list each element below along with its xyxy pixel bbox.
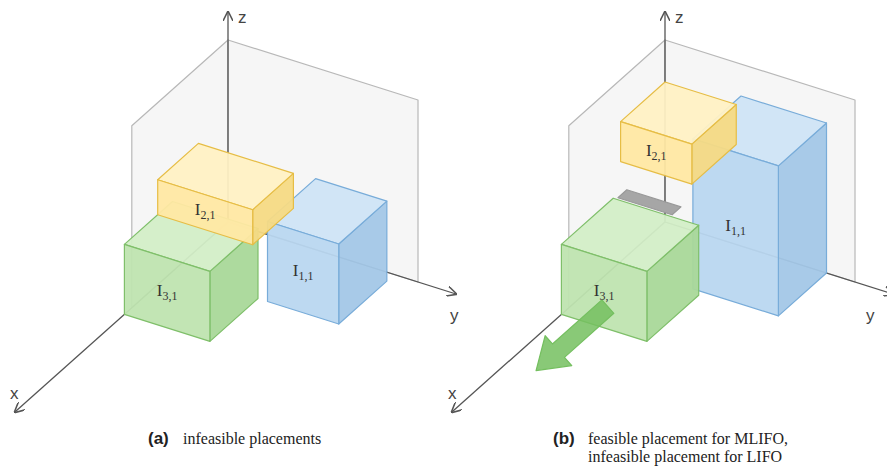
subfigure-tag: (b) (553, 429, 575, 449)
subfigure-caption: feasible placement for MLIFO, infeasible… (588, 430, 838, 466)
item-label: I3,1 (157, 281, 178, 304)
subfigure-caption: infeasible placements (183, 430, 423, 448)
item-box: I1,1 (271, 236, 336, 310)
box-front (621, 122, 692, 185)
axis-label: y (450, 306, 459, 326)
item-box: I3,1 (564, 261, 644, 325)
item-label: I2,1 (195, 200, 216, 223)
item-label: I2,1 (646, 141, 667, 164)
axis-label: x (10, 384, 19, 404)
item-box: I3,1 (127, 261, 207, 325)
item-box: I1,1 (696, 155, 776, 299)
box-front (124, 244, 209, 341)
box-front (268, 222, 339, 325)
axis-label: z (675, 8, 684, 28)
item-box: I2,1 (161, 198, 250, 227)
axis-label: x (448, 384, 457, 404)
item-label: I3,1 (594, 281, 615, 304)
axis-label: y (866, 306, 875, 326)
item-label: I1,1 (293, 261, 314, 284)
axis-label: z (238, 8, 247, 28)
subfigure-tag: (a) (148, 429, 169, 449)
box-front (158, 180, 253, 245)
unload-arrow (536, 300, 614, 371)
item-label: I1,1 (725, 216, 746, 239)
item-box: I2,1 (624, 136, 689, 170)
